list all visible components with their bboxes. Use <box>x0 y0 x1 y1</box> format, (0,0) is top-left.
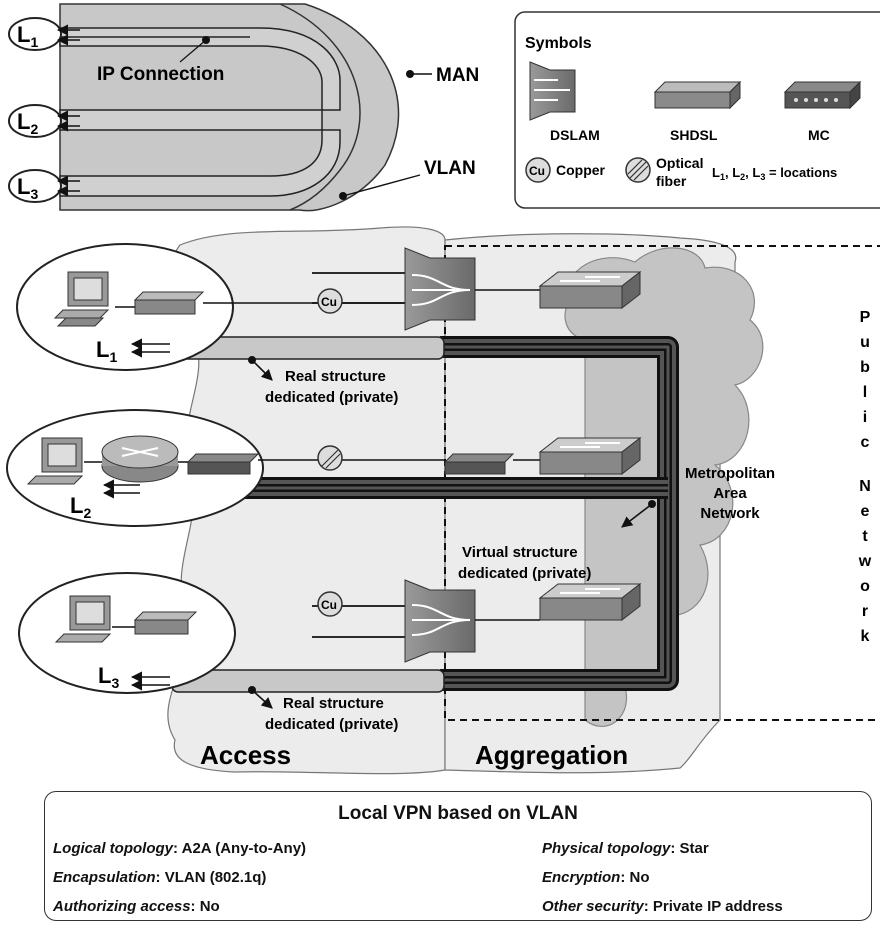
svg-text:L1: L1 <box>96 337 117 365</box>
vlan-label: VLAN <box>424 158 476 179</box>
mc-converter-icon-left <box>186 453 260 475</box>
svg-text:P: P <box>860 309 871 326</box>
mc-icon <box>783 80 862 110</box>
optical-label: Optical <box>656 155 703 171</box>
svg-text:L3: L3 <box>17 174 38 202</box>
svg-text:u: u <box>860 334 870 351</box>
copper-label: Copper <box>556 162 606 178</box>
svg-text:k: k <box>861 628 870 645</box>
top-location-3: L3 <box>8 169 80 203</box>
dslam-icon <box>529 61 576 121</box>
real-structure-label-3: Real structure <box>283 695 384 712</box>
encapsulation: Encapsulation: VLAN (802.1q) <box>53 869 267 886</box>
metro-label-1: Metropolitan <box>685 465 775 482</box>
symbols-legend: Symbols DSLAM SHDSL MC Cu Copper Optical <box>514 11 880 209</box>
encryption: Encryption: No <box>542 869 650 886</box>
shdsl-modem-icon <box>133 611 198 635</box>
metro-label-2: Area <box>713 485 747 502</box>
copper-icon-text: Cu <box>529 164 545 178</box>
dslam-device-1 <box>404 247 476 331</box>
svg-text:o: o <box>860 578 870 595</box>
dedicated-private-label-1: dedicated (private) <box>265 389 398 406</box>
svg-text:t: t <box>862 528 868 545</box>
svg-text:Cu: Cu <box>321 295 337 309</box>
other-security: Other security: Private IP address <box>542 898 783 915</box>
metro-label-3: Network <box>700 505 760 522</box>
pc-icon <box>54 595 112 643</box>
vlan-ring <box>279 3 361 211</box>
copper-icon <box>525 157 551 183</box>
aggregation-switch-1 <box>538 270 642 310</box>
svg-text:e: e <box>861 503 870 520</box>
router-icon <box>101 435 179 483</box>
authorizing-access: Authorizing access: No <box>53 898 220 915</box>
man-label: MAN <box>436 65 479 86</box>
copper-link-1 <box>317 288 343 314</box>
virtual-structure-label: Virtual structure <box>462 544 578 561</box>
shdsl-modem-icon <box>133 291 205 315</box>
physical-topology: Physical topology: Star <box>542 840 709 857</box>
top-location-1: L1 <box>8 17 80 51</box>
location-2: L2 <box>6 409 264 527</box>
summary-box: Local VPN based on VLAN Logical topology… <box>44 791 872 921</box>
svg-text:L2: L2 <box>17 109 38 137</box>
shdsl-icon <box>653 80 742 110</box>
location-3: L3 <box>18 572 236 694</box>
mc-converter-icon-right <box>443 453 515 475</box>
aggregation-label: Aggregation <box>475 740 628 770</box>
svg-text:i: i <box>863 409 867 426</box>
aggregation-switch-2 <box>538 436 642 476</box>
top-location-2: L2 <box>8 104 80 138</box>
svg-text:Cu: Cu <box>321 598 337 612</box>
dslam-label: DSLAM <box>550 127 600 143</box>
copper-link-3 <box>317 591 343 617</box>
access-label: Access <box>200 740 291 770</box>
dedicated-private-label-2: dedicated (private) <box>458 565 591 582</box>
shdsl-label: SHDSL <box>670 127 718 143</box>
ip-connection-label: IP Connection <box>97 64 224 85</box>
svg-text:w: w <box>858 553 872 570</box>
svg-text:L1: L1 <box>17 22 38 50</box>
real-structure-tube-3 <box>171 669 445 693</box>
dslam-device-3 <box>404 579 476 663</box>
real-structure-label-1: Real structure <box>285 368 386 385</box>
public-network-label: P u b l i c N e t w o r k <box>858 309 872 645</box>
dedicated-private-label-3: dedicated (private) <box>265 716 398 733</box>
location-1: L1 <box>16 243 234 371</box>
svg-text:L2: L2 <box>70 493 91 521</box>
svg-text:c: c <box>861 434 870 451</box>
locations-key: L1, L2, L3 = locations <box>712 165 837 182</box>
pc-icon <box>53 271 110 327</box>
top-man-illustration: L1 L2 L3 IP Connection MAN VLAN <box>8 3 479 212</box>
mc-label: MC <box>808 127 830 143</box>
svg-text:r: r <box>862 603 868 620</box>
aggregation-switch-3 <box>538 582 642 622</box>
symbols-title: Symbols <box>525 35 592 52</box>
summary-title: Local VPN based on VLAN <box>338 803 578 824</box>
pc-icon <box>26 437 84 485</box>
logical-topology: Logical topology: A2A (Any-to-Any) <box>53 840 307 857</box>
svg-text:N: N <box>859 478 871 495</box>
fiber-label: fiber <box>656 173 687 189</box>
svg-text:b: b <box>860 359 870 376</box>
svg-text:l: l <box>863 384 867 401</box>
svg-text:L3: L3 <box>98 663 119 691</box>
